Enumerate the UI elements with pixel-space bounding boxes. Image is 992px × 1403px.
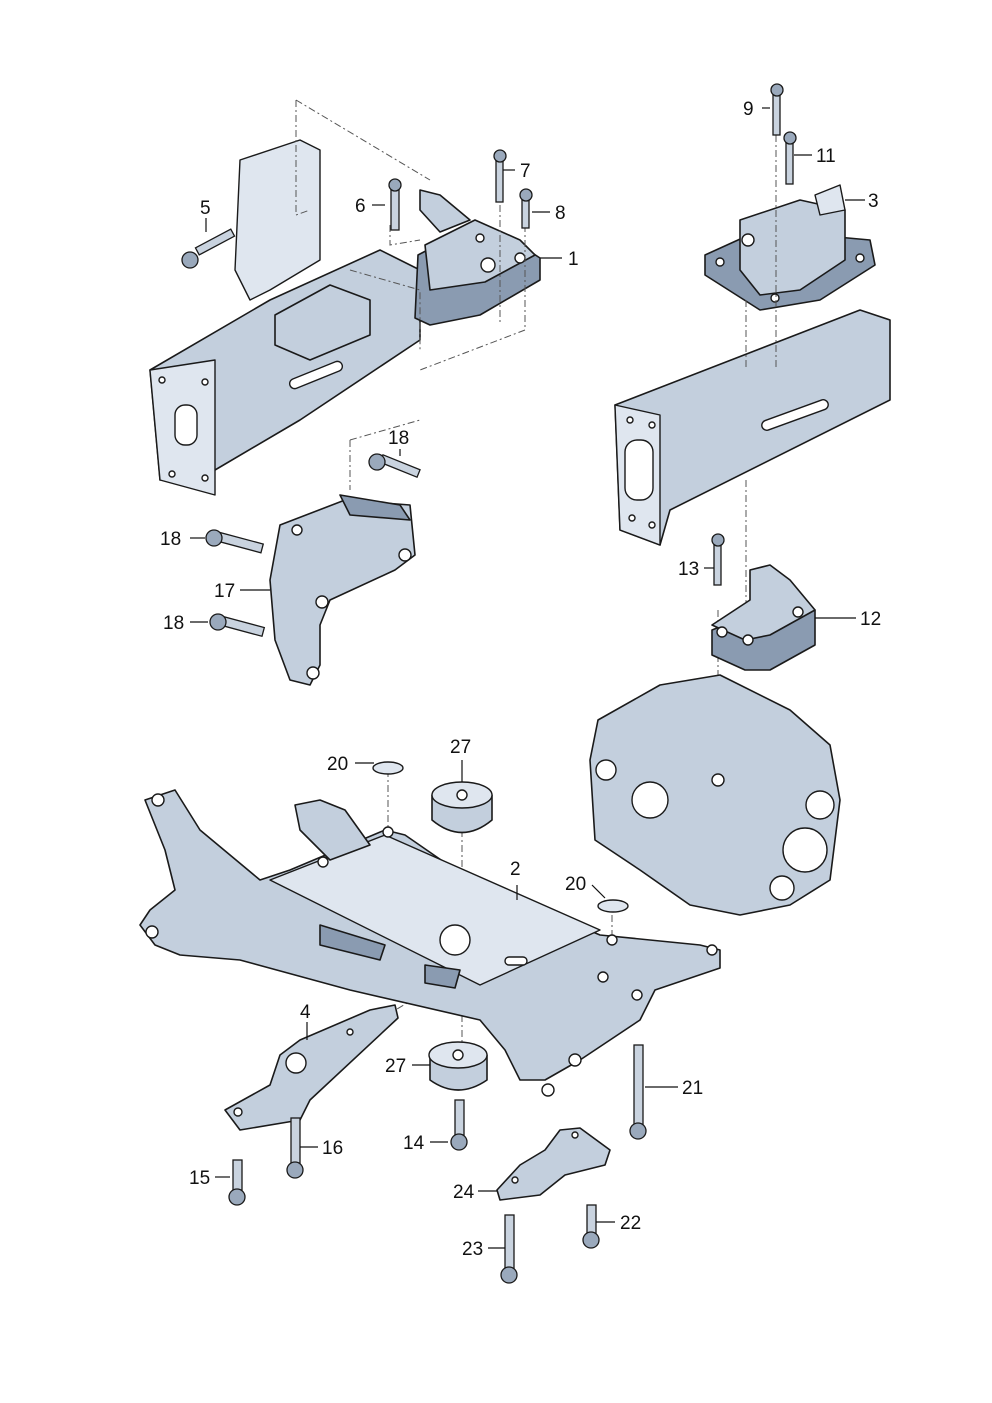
bolt-11 [783, 131, 797, 185]
bolt-8 [519, 188, 533, 229]
bracket-24 [496, 1127, 611, 1201]
bolt-16 [286, 1117, 304, 1179]
bolt-14 [450, 1099, 468, 1151]
callout-13: 13 [678, 559, 699, 580]
callout-7: 7 [520, 161, 531, 182]
callout-18-mid: 18 [160, 529, 181, 550]
callout-18-low: 18 [163, 613, 184, 634]
bolt-9 [770, 83, 784, 136]
bolt-22 [582, 1204, 600, 1249]
callout-6: 6 [355, 196, 366, 217]
bushing-27-top [431, 781, 493, 834]
callout-4: 4 [300, 1002, 311, 1023]
callout-17: 17 [214, 581, 235, 602]
leader-lines [190, 107, 865, 1249]
subframe-2 [139, 789, 721, 1097]
bolt-7 [493, 149, 507, 203]
callout-21: 21 [682, 1078, 703, 1099]
bolt-18-top [368, 453, 421, 479]
callout-20-top: 20 [327, 754, 348, 775]
gearbox-support-12 [711, 564, 816, 671]
callout-27-bottom: 27 [385, 1056, 406, 1077]
bolt-13 [711, 533, 725, 586]
callout-14: 14 [403, 1133, 425, 1154]
engine-mount-1 [414, 189, 541, 326]
left-side-member [149, 139, 421, 496]
bolt-21 [629, 1044, 647, 1140]
pendulum-support-4 [224, 1004, 399, 1131]
callout-12: 12 [860, 609, 881, 630]
bolt-18-mid [205, 529, 265, 554]
right-side-member [614, 309, 891, 546]
callout-15: 15 [189, 1168, 210, 1189]
bracket-17 [269, 494, 416, 686]
callout-27-top: 27 [450, 737, 471, 758]
washer-20-top [372, 761, 404, 775]
callout-3: 3 [868, 191, 879, 212]
callout-22: 22 [620, 1213, 641, 1234]
bolt-23 [500, 1214, 518, 1284]
callout-24: 24 [453, 1182, 475, 1203]
callout-9: 9 [743, 99, 754, 120]
bushing-27-bottom [428, 1041, 488, 1091]
callout-11: 11 [816, 146, 836, 167]
callout-labels: 1 2 3 4 5 6 7 8 9 11 12 13 14 15 16 17 1… [160, 99, 881, 1260]
callout-1: 1 [568, 249, 579, 270]
callout-20-right: 20 [565, 874, 586, 895]
bolt-5 [181, 228, 236, 269]
washer-20-right [597, 899, 629, 913]
callout-5: 5 [200, 198, 211, 219]
gearbox-housing [589, 674, 841, 916]
callout-18-top: 18 [388, 428, 409, 449]
bolt-6 [388, 178, 402, 231]
callout-23: 23 [462, 1239, 483, 1260]
gearbox-mount-3 [704, 184, 876, 311]
bolt-18-low [209, 613, 266, 638]
callout-16: 16 [322, 1138, 343, 1159]
callout-2: 2 [510, 859, 521, 880]
bolt-15 [228, 1159, 246, 1206]
callout-8: 8 [555, 203, 566, 224]
